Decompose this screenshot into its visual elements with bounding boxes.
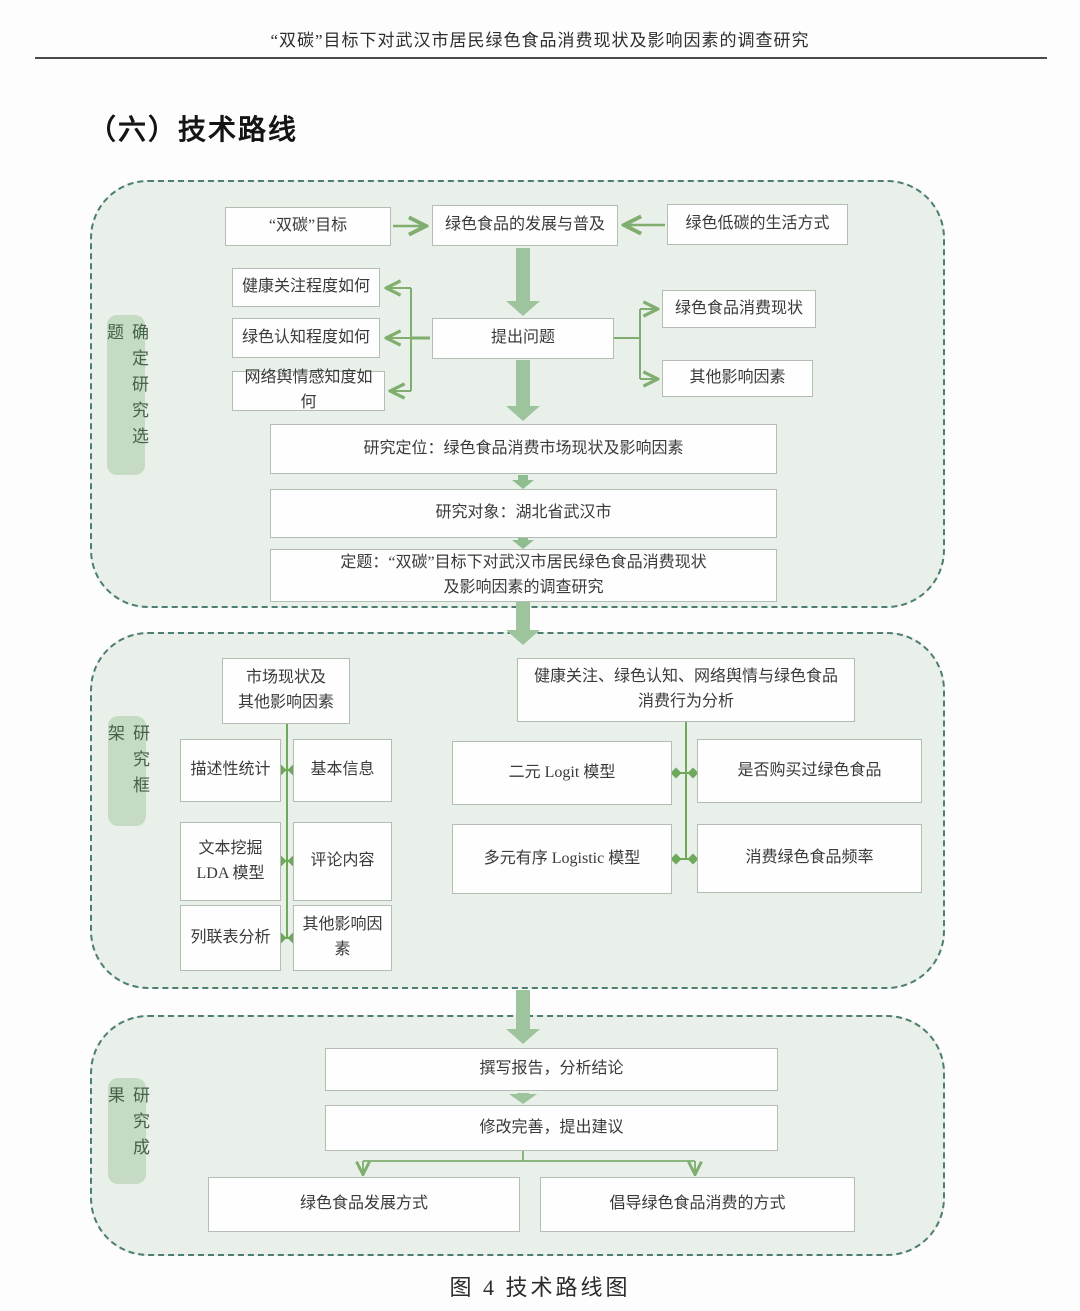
box-research-object: 研究对象：湖北省武汉市 — [270, 489, 777, 538]
box-contingency-analysis: 列联表分析 — [180, 905, 281, 971]
box-purchased-green-food: 是否购买过绿色食品 — [697, 739, 922, 803]
bracket-question-to-right-boxes — [614, 309, 656, 379]
box-basic-information: 基本信息 — [293, 739, 392, 802]
section-heading: （六）技术路线 — [88, 114, 299, 145]
box-low-carbon-lifestyle: 绿色低碳的生活方式 — [667, 204, 848, 245]
box-binary-logit-model: 二元 Logit 模型 — [452, 741, 672, 805]
box-green-cognition: 绿色认知程度如何 — [232, 318, 380, 358]
box-consumption-status: 绿色食品消费现状 — [662, 290, 816, 328]
stage-1-label: 确定研究选题 — [104, 315, 148, 475]
box-health-concern: 健康关注程度如何 — [232, 268, 380, 307]
box-descriptive-statistics: 描述性统计 — [180, 739, 281, 802]
box-behavior-analysis: 健康关注、绿色认知、网络舆情与绿色食品 消费行为分析 — [517, 658, 855, 722]
header-rule — [35, 57, 1047, 59]
thick-arrow-stage2-to-stage3 — [506, 990, 540, 1044]
box-review-content: 评论内容 — [293, 822, 392, 901]
stage-3-label: 研究成果 — [105, 1078, 149, 1184]
box-research-topic: 定题：“双碳”目标下对武汉市居民绿色食品消费现状 及影响因素的调查研究 — [270, 549, 777, 602]
spine-behavior-to-right-pairs — [670, 722, 699, 865]
box-advocate-consumption-mode: 倡导绿色食品消费的方式 — [540, 1177, 855, 1232]
box-ordered-logistic-model: 多元有序 Logistic 模型 — [452, 824, 672, 894]
box-network-sentiment: 网络舆情感知度如何 — [232, 369, 385, 411]
bracket-question-to-left-boxes — [388, 288, 430, 391]
box-other-influence-factors: 其他影响因素 — [293, 905, 392, 971]
thick-arrow-stage1-to-stage2 — [506, 600, 540, 645]
box-revise-suggest: 修改完善，提出建议 — [325, 1105, 778, 1151]
box-dual-carbon-goal: “双碳”目标 — [225, 207, 391, 246]
thick-arrow-report-to-revise — [509, 1093, 537, 1104]
box-market-status-factors: 市场现状及 其他影响因素 — [222, 658, 350, 724]
small-arrow-object-to-topic — [512, 538, 534, 549]
box-consumption-frequency: 消费绿色食品频率 — [697, 824, 922, 893]
box-write-report: 撰写报告，分析结论 — [325, 1048, 778, 1091]
thick-arrow-development-to-question — [506, 248, 540, 316]
stage-2-label: 研究框架 — [105, 716, 149, 826]
thick-arrow-question-to-positioning — [506, 360, 540, 421]
figure-caption: 图 4 技术路线图 — [449, 1275, 631, 1300]
box-green-food-development: 绿色食品的发展与普及 — [432, 205, 618, 246]
small-arrow-positioning-to-object — [512, 475, 534, 489]
box-research-positioning: 研究定位：绿色食品消费市场现状及影响因素 — [270, 424, 777, 474]
box-text-mining-lda: 文本挖掘 LDA 模型 — [180, 822, 281, 901]
box-green-food-development-mode: 绿色食品发展方式 — [208, 1177, 520, 1232]
box-other-factors: 其他影响因素 — [662, 360, 813, 397]
box-raise-question: 提出问题 — [432, 318, 614, 359]
branch-revise-to-results — [363, 1151, 695, 1173]
page-header-title: “双碳”目标下对武汉市居民绿色食品消费现状及影响因素的调查研究 — [270, 31, 810, 50]
